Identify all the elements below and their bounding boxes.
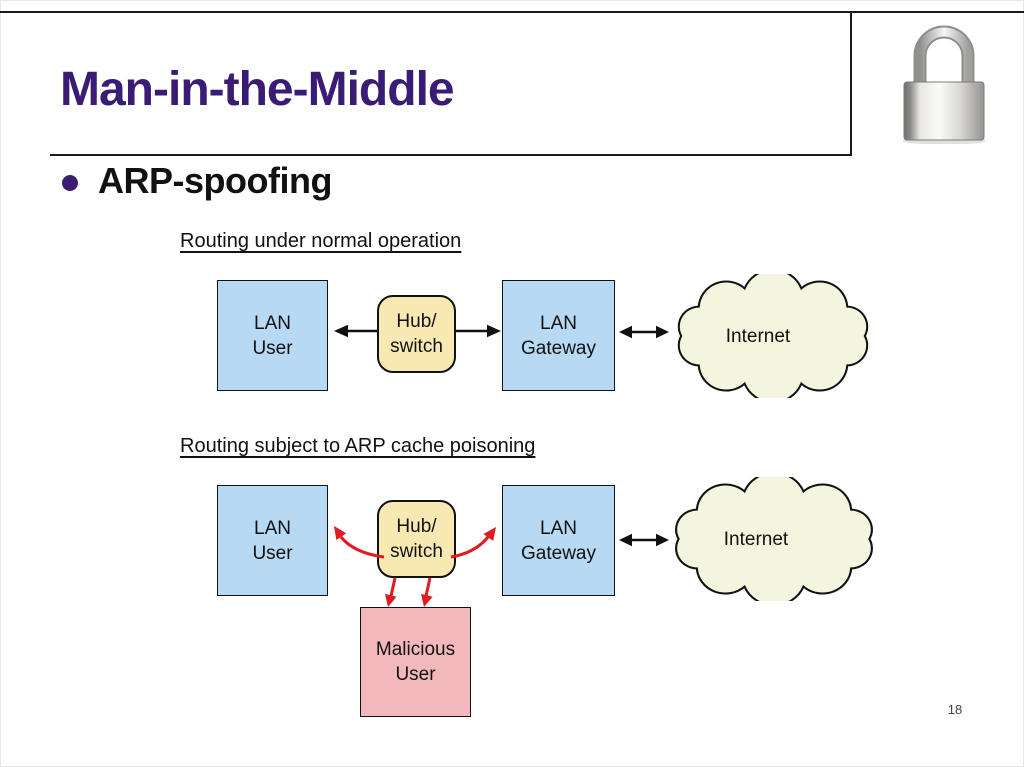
header-vertical-rule: [850, 11, 852, 156]
arrow-hub-to-lanuser: [334, 324, 377, 338]
arrow-hub-to-gateway: [456, 324, 501, 338]
node-label-line: Hub/: [396, 516, 437, 537]
page-title: Man-in-the-Middle: [60, 63, 455, 116]
node-malicious-user: Malicious User: [360, 607, 471, 717]
internet-cloud-icon-2: [675, 477, 873, 601]
title-underline-rule: [50, 154, 852, 156]
internet-cloud-icon-1: [677, 274, 869, 398]
diagram-caption-poisoned: Routing subject to ARP cache poisoning: [180, 435, 536, 457]
arrow-gateway-internet-2: [619, 533, 669, 547]
node-label-line: LAN: [254, 312, 291, 334]
bullet-dot: [62, 175, 78, 191]
node-label-line: User: [252, 542, 293, 564]
node-internet-2: Internet: [723, 529, 789, 550]
node-label-line: switch: [390, 541, 443, 562]
padlock-icon: [902, 25, 986, 144]
node-label-line: LAN: [254, 517, 291, 539]
page-number: 18: [947, 702, 963, 717]
node-hub-switch-1: Hub/ switch: [377, 295, 456, 373]
node-label-line: LAN: [540, 312, 577, 334]
red-arrow-hub-to-malicious-right: [421, 577, 433, 607]
bullet-label: ARP-spoofing: [98, 160, 332, 201]
node-lan-user-1: LAN User: [217, 280, 328, 391]
node-label-line: Gateway: [521, 542, 596, 564]
node-internet-1: Internet: [725, 326, 791, 347]
node-label-line: User: [395, 664, 436, 685]
red-arrow-hub-to-malicious-left: [385, 577, 397, 607]
node-lan-user-2: LAN User: [217, 485, 328, 596]
node-lan-gateway-2: LAN Gateway: [502, 485, 615, 596]
node-label-line: User: [252, 337, 293, 359]
node-label-line: LAN: [540, 517, 577, 539]
arrow-gateway-internet-1: [619, 325, 669, 339]
node-label-line: Gateway: [521, 337, 596, 359]
top-rule: [0, 11, 1024, 13]
node-label-line: Hub/: [396, 311, 437, 332]
diagram-caption-normal: Routing under normal operation: [180, 230, 462, 252]
node-label-line: Malicious: [375, 639, 456, 660]
node-lan-gateway-1: LAN Gateway: [502, 280, 615, 391]
node-hub-switch-2: Hub/ switch: [377, 500, 456, 578]
red-arrow-hub-to-gateway: [450, 527, 496, 559]
bullet-item: ARP-spoofing: [62, 160, 332, 202]
node-label-line: switch: [390, 336, 443, 357]
